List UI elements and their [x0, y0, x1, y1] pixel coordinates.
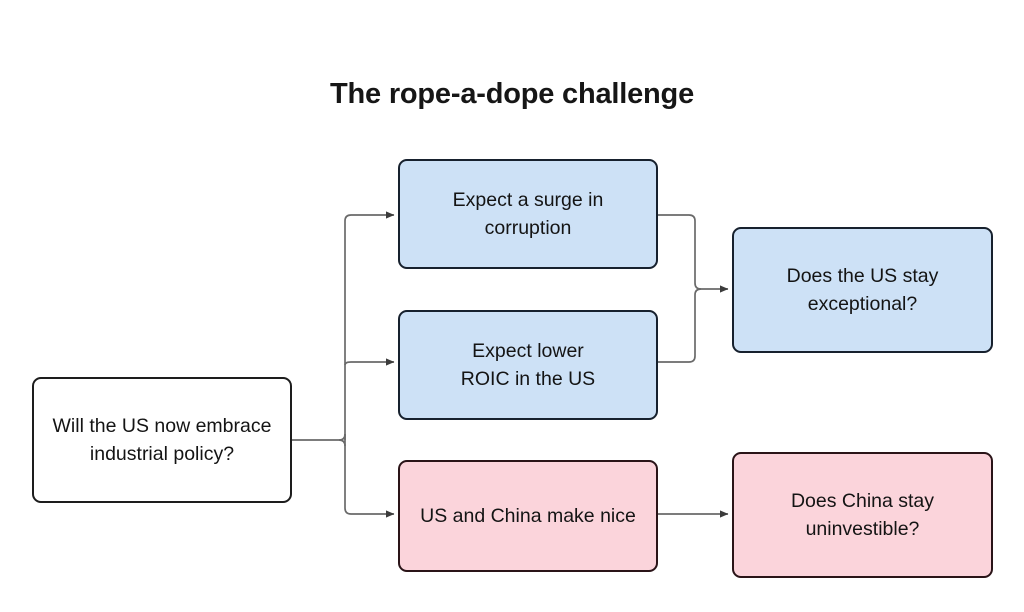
node-does-china-stay-uninvestible[interactable]: Does China stay uninvestible?	[732, 452, 993, 578]
node-expect-lower-roic[interactable]: Expect lower ROIC in the US	[398, 310, 658, 420]
node-expect-surge-corruption[interactable]: Expect a surge in corruption	[398, 159, 658, 269]
edge-root-to-corruption	[344, 211, 395, 440]
diagram-title: The rope-a-dope challenge	[330, 78, 694, 110]
edge-corruption-to-exceptional	[658, 214, 729, 293]
node-root-question[interactable]: Will the US now embrace industrial polic…	[32, 377, 292, 503]
node-us-china-make-nice[interactable]: US and China make nice	[398, 460, 658, 572]
node-does-us-stay-exceptional[interactable]: Does the US stay exceptional?	[732, 227, 993, 353]
edge-root-to-makenice	[344, 440, 395, 518]
edge-root-trunk	[292, 433, 346, 441]
edge-root-to-roic	[344, 358, 395, 366]
edge-roic-to-exceptional	[658, 288, 702, 363]
